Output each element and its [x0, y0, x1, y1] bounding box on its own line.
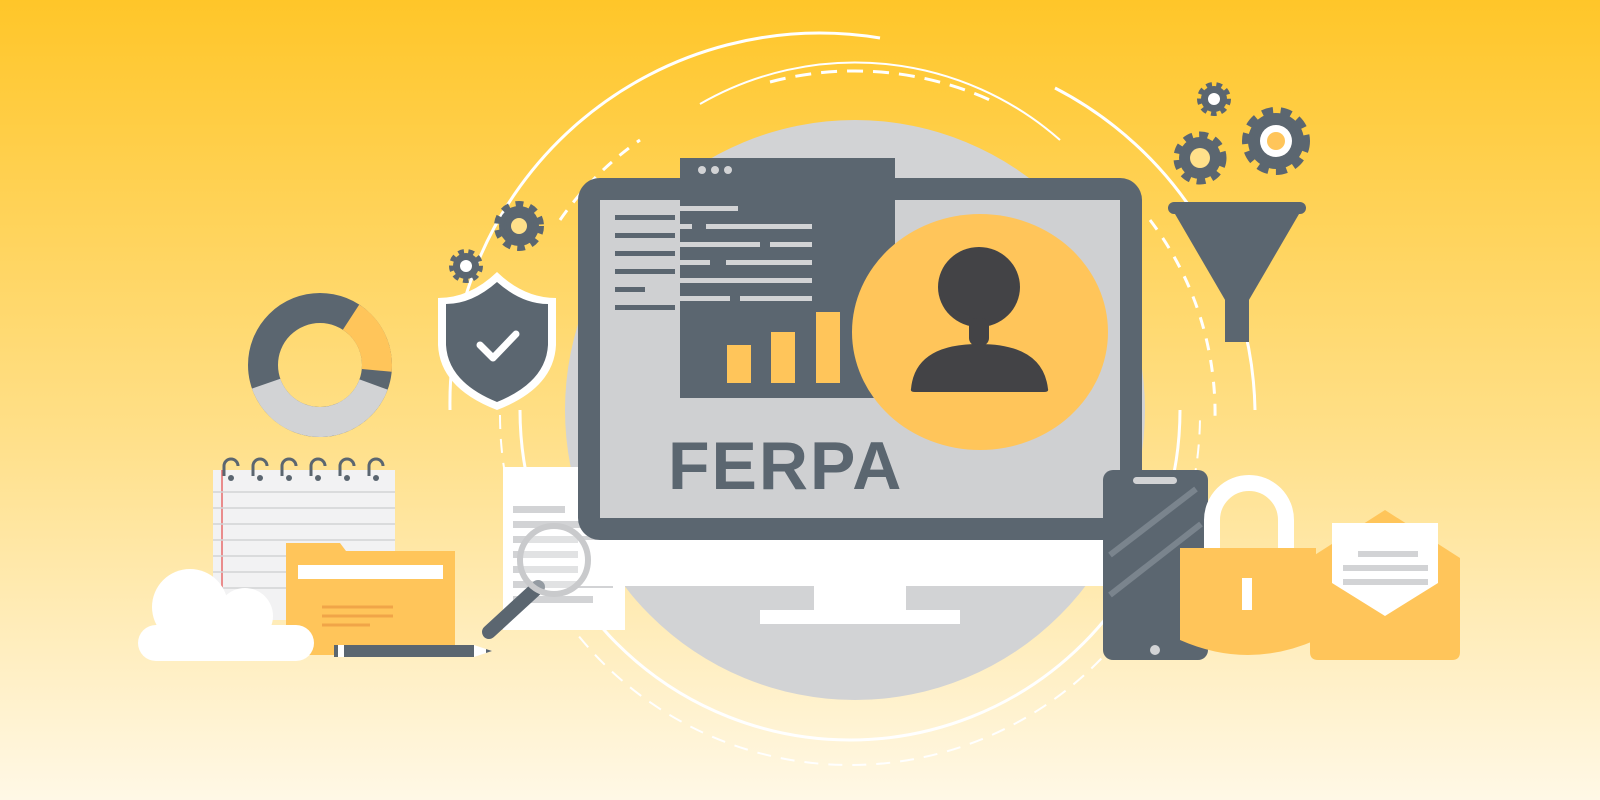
user-avatar-icon — [852, 214, 1108, 450]
padlock-icon — [1180, 475, 1316, 655]
gear-icon — [1197, 82, 1231, 116]
cloud-icon — [138, 569, 314, 661]
gear-icon — [1173, 131, 1227, 185]
gear-icon — [1242, 107, 1310, 175]
gear-icon — [449, 249, 483, 283]
bar-chart-icon — [727, 312, 840, 383]
shield-check-icon — [438, 272, 556, 410]
pencil-icon — [334, 645, 492, 657]
screen-text-lines — [615, 215, 675, 310]
folder-icon — [286, 543, 455, 655]
magnifier-icon — [482, 523, 591, 639]
donut-chart-icon — [248, 293, 392, 437]
page-title: FERPA — [668, 428, 903, 504]
funnel-icon — [1168, 202, 1306, 342]
gear-icon — [494, 201, 544, 251]
envelope-icon — [1310, 510, 1460, 660]
